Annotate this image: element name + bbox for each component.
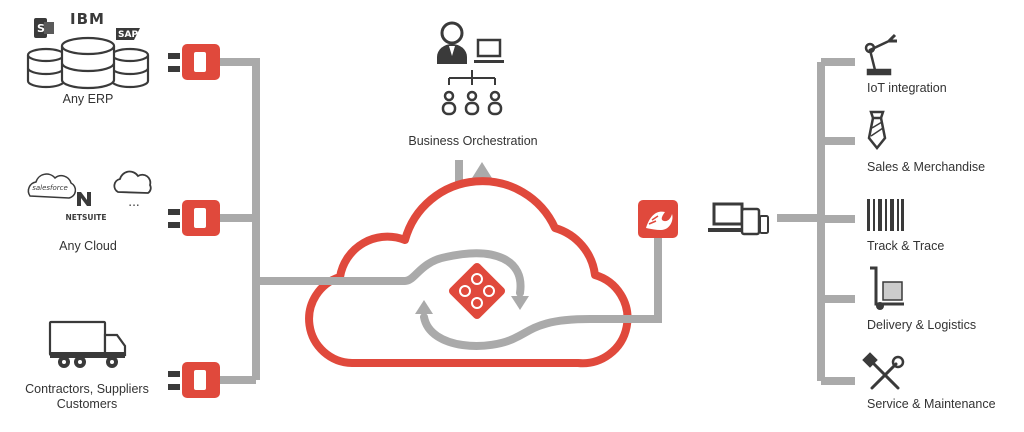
erp-source: S IBM SAP Any ERP [26, 10, 150, 106]
database-icon [26, 36, 150, 90]
target-iot: IoT integration [864, 33, 947, 95]
flow-arrow-head-left [415, 300, 433, 314]
robot-arm-icon [864, 33, 897, 76]
manager-person-icon [437, 21, 467, 64]
phone [759, 215, 769, 234]
up-arrow-head [472, 162, 492, 178]
target-label-delivery: Delivery & Logistics [867, 318, 976, 332]
screwdriver-icon [870, 360, 900, 390]
hand-truck-icon [870, 266, 904, 310]
tools-icon [862, 352, 905, 390]
plug-connector-contractors [168, 362, 220, 398]
target-label-sales: Sales & Merchandise [867, 160, 985, 174]
contractors-source: Contractors, Suppliers Customers [25, 320, 149, 411]
laptop-base [708, 228, 748, 232]
laptop-screen [712, 202, 744, 226]
plug-connector-erp [168, 44, 220, 80]
necktie-icon [867, 110, 887, 151]
barcode-icon [867, 199, 904, 231]
contractors-label-line2: Customers [57, 397, 117, 411]
target-delivery: Delivery & Logistics [867, 266, 976, 332]
erp-label: Any ERP [63, 92, 114, 106]
cloud-icon: ... [113, 170, 152, 209]
org-chart-icon [437, 21, 504, 116]
team-members-icon [441, 90, 503, 116]
salesforce-logo-icon: salesforce [27, 173, 77, 199]
right-connector-lines [632, 58, 855, 385]
netsuite-logo-icon: NETSUITE [65, 192, 107, 222]
cloud-source: salesforce NETSUITE ... Any Cloud [27, 170, 152, 253]
svg-text:S: S [37, 22, 45, 35]
target-label-service: Service & Maintenance [867, 397, 996, 411]
business-orchestration: Business Orchestration [408, 21, 538, 148]
orchestration-label: Business Orchestration [408, 134, 537, 148]
target-sales: Sales & Merchandise [867, 110, 985, 174]
devices-icon [708, 202, 769, 236]
netsuite-logo-text: NETSUITE [65, 213, 106, 222]
truck-icon [48, 320, 127, 368]
integration-cloud [305, 177, 636, 368]
sap-logo-icon: SAP [116, 28, 140, 40]
cloud-label: Any Cloud [59, 239, 117, 253]
salesforce-logo-text: salesforce [32, 184, 68, 192]
more-clouds-ellipsis: ... [128, 195, 139, 209]
orchestrator-core-icon [448, 262, 506, 320]
target-service: Service & Maintenance [862, 352, 996, 411]
target-label-iot: IoT integration [867, 81, 947, 95]
mobile-app-badge-icon [638, 200, 678, 238]
sap-logo-text: SAP [118, 30, 138, 40]
contractors-label-line1: Contractors, Suppliers [25, 382, 149, 396]
tablet [740, 207, 761, 236]
target-track: Track & Trace [867, 199, 944, 253]
flow-arrow-head-right [511, 296, 529, 310]
data-flow-paths [314, 249, 636, 350]
ibm-logo: IBM [70, 10, 105, 28]
sharepoint-logo-icon: S [34, 18, 54, 38]
plug-connector-cloud [168, 200, 220, 236]
target-label-track: Track & Trace [867, 239, 944, 253]
computer-monitor-icon [474, 38, 504, 63]
left-connector-lines [220, 58, 318, 384]
